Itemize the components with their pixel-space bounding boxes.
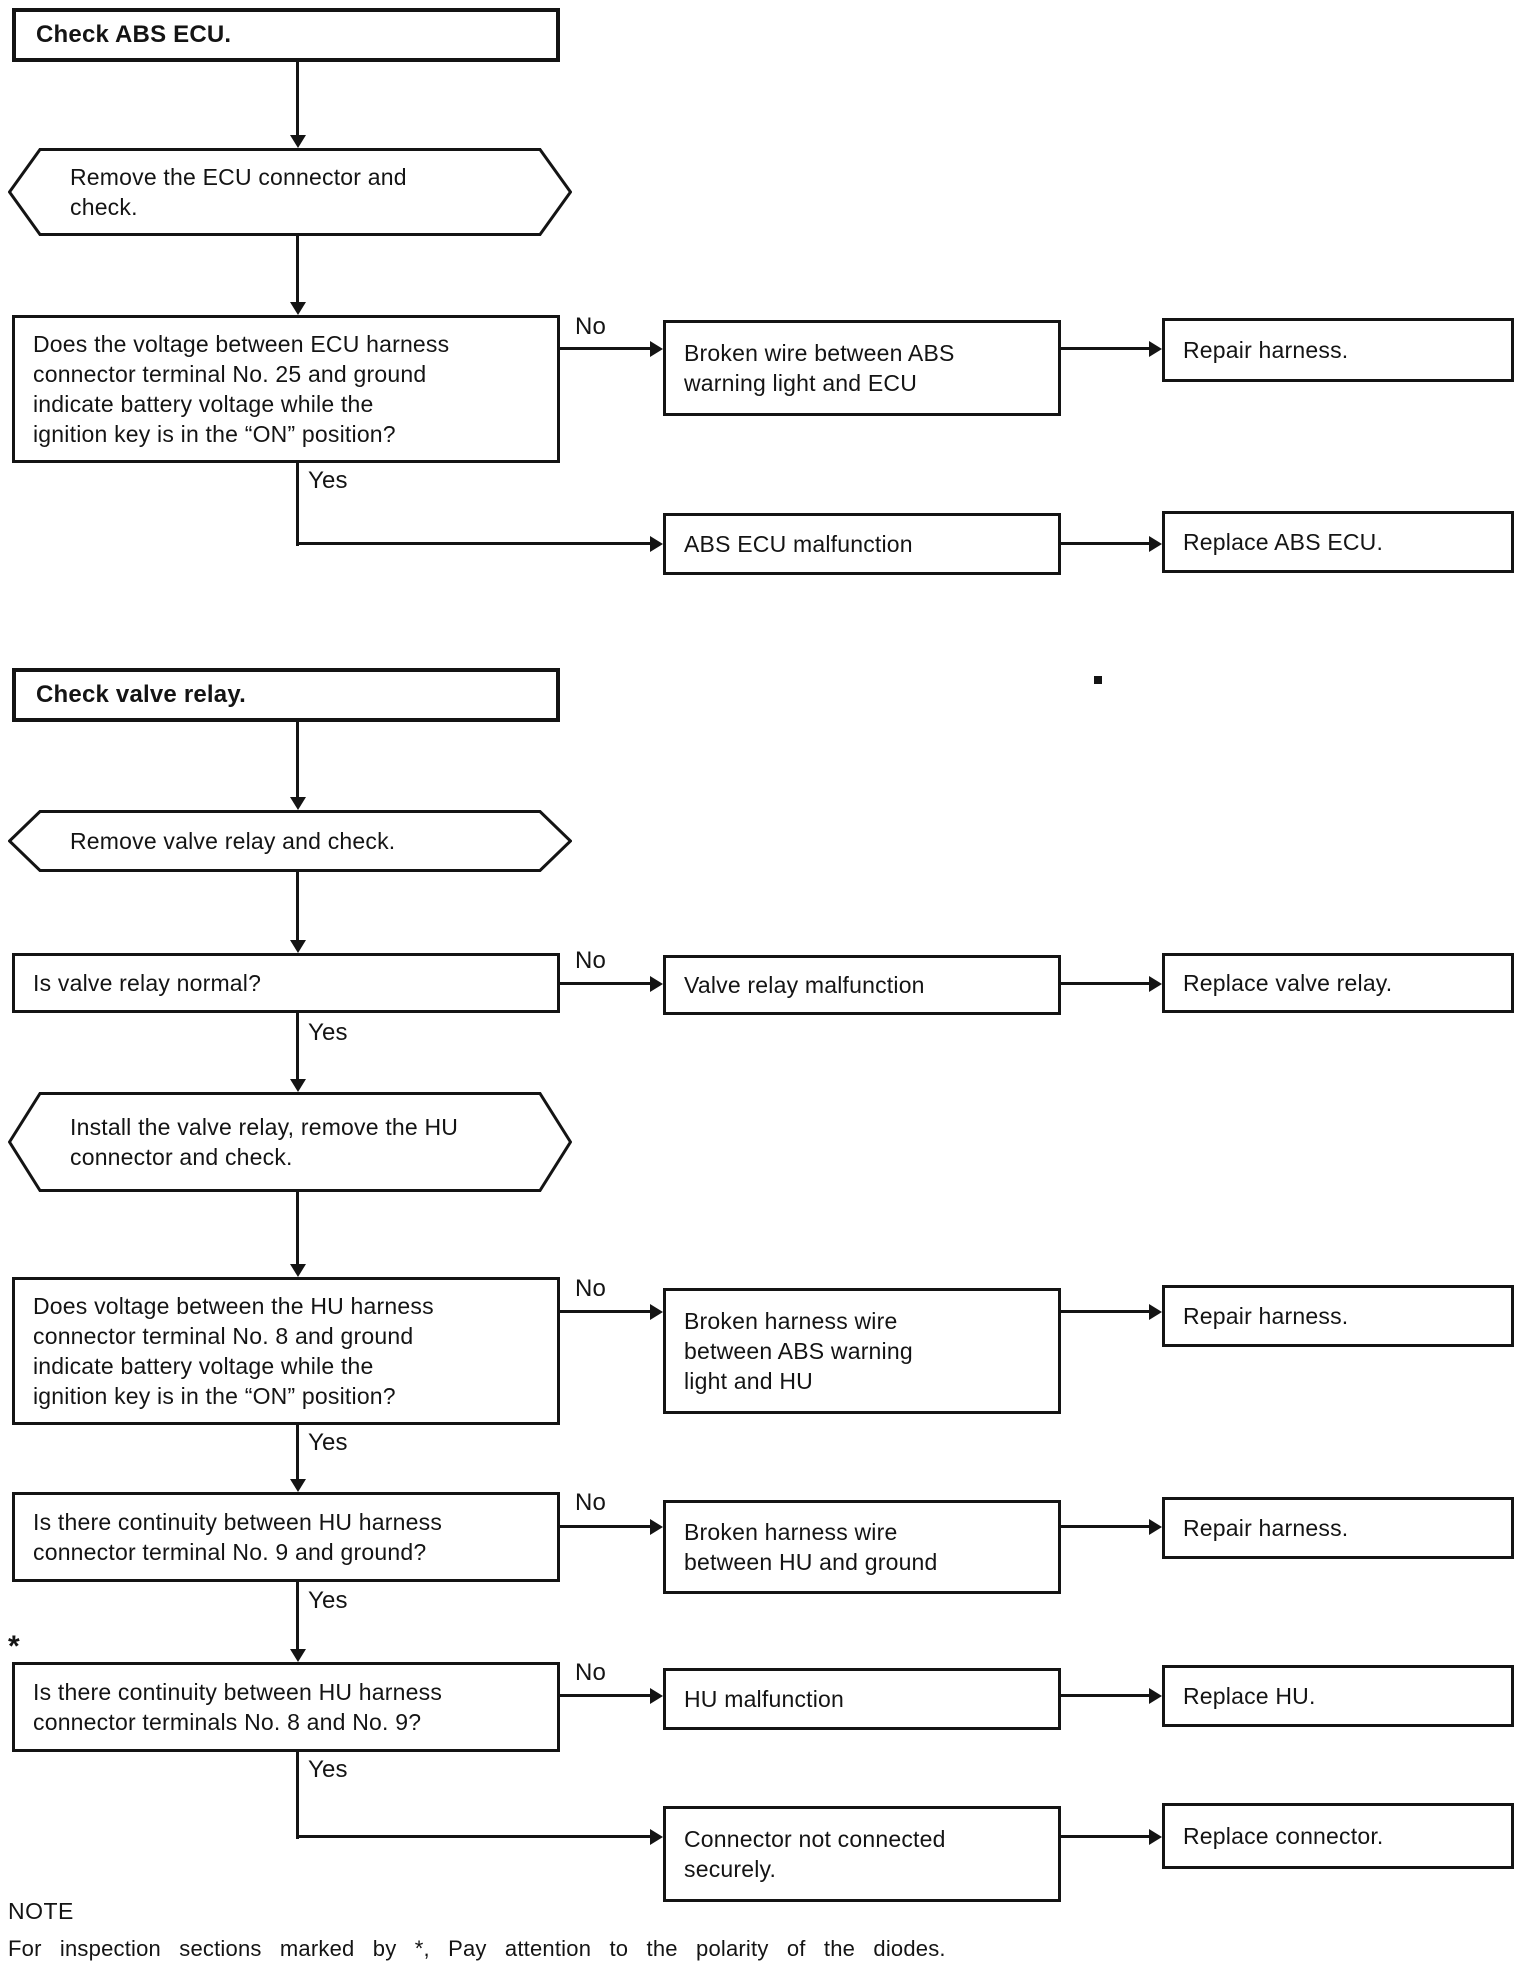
note-title: NOTE: [8, 1898, 74, 1924]
prep-step-install-valve-relay-remove-hu: Install the valve relay, remove the HU c…: [8, 1092, 572, 1192]
asterisk-marker: *: [8, 1630, 20, 1663]
decision-hu-terminal-8-voltage: Does voltage between the HU harness conn…: [12, 1277, 560, 1425]
arrow-right-icon: [650, 536, 663, 552]
decision-valve-relay-normal: Is valve relay normal?: [12, 953, 560, 1013]
connector-line: [296, 236, 299, 304]
prep-step-text: Remove the ECU connector and check.: [70, 164, 407, 220]
prep-step-remove-valve-relay: Remove valve relay and check.: [8, 810, 572, 872]
action-replace-connector: Replace connector.: [1162, 1803, 1514, 1869]
arrow-right-icon: [1149, 536, 1162, 552]
connector-line: [560, 982, 652, 985]
cause-hu-malfunction: HU malfunction: [663, 1668, 1061, 1730]
no-label: No: [575, 1275, 607, 1302]
arrow-down-icon: [290, 135, 306, 148]
yes-label: Yes: [308, 1587, 348, 1614]
section-title-check-abs-ecu: Check ABS ECU.: [12, 8, 560, 62]
section-title-check-valve-relay: Check valve relay.: [12, 668, 560, 722]
no-label: No: [575, 1489, 607, 1516]
connector-line: [296, 722, 299, 799]
connector-line: [1061, 982, 1152, 985]
action-repair-harness-3: Repair harness.: [1162, 1497, 1514, 1559]
connector-line: [296, 463, 299, 546]
action-repair-harness-2: Repair harness.: [1162, 1285, 1514, 1347]
yes-label: Yes: [308, 1429, 348, 1456]
arrow-right-icon: [1149, 1688, 1162, 1704]
yes-label: Yes: [308, 1019, 348, 1046]
cause-broken-harness-abs-warning-light-hu: Broken harness wire between ABS warning …: [663, 1288, 1061, 1414]
arrow-right-icon: [1149, 1304, 1162, 1320]
decision-hu-terminal-9-continuity: Is there continuity between HU harness c…: [12, 1492, 560, 1582]
no-label: No: [575, 313, 607, 340]
connector-line: [560, 1525, 652, 1528]
connector-line: [296, 1192, 299, 1266]
arrow-right-icon: [1149, 1829, 1162, 1845]
arrow-right-icon: [1149, 976, 1162, 992]
decision-ecu-terminal-25-voltage: Does the voltage between ECU harness con…: [12, 315, 560, 463]
arrow-down-icon: [290, 1079, 306, 1092]
cause-connector-not-connected: Connector not connected securely.: [663, 1806, 1061, 1902]
arrow-right-icon: [1149, 341, 1162, 357]
arrow-right-icon: [650, 1304, 663, 1320]
connector-line: [296, 542, 652, 545]
arrow-down-icon: [290, 797, 306, 810]
arrow-right-icon: [650, 976, 663, 992]
prep-step-text: Remove valve relay and check.: [70, 828, 396, 854]
prep-step-remove-ecu-connector: Remove the ECU connector and check.: [8, 148, 572, 236]
action-replace-valve-relay: Replace valve relay.: [1162, 953, 1514, 1013]
connector-line: [296, 1835, 652, 1838]
connector-line: [296, 872, 299, 942]
cause-broken-wire-abs-warning-light-ecu: Broken wire between ABS warning light an…: [663, 320, 1061, 416]
connector-line: [296, 62, 299, 137]
connector-line: [1061, 347, 1152, 350]
hexagon-shape: [8, 1092, 572, 1192]
no-label: No: [575, 947, 607, 974]
connector-line: [296, 1752, 299, 1839]
cause-abs-ecu-malfunction: ABS ECU malfunction: [663, 513, 1061, 575]
connector-line: [1061, 1694, 1152, 1697]
arrow-down-icon: [290, 1479, 306, 1492]
arrow-down-icon: [290, 1649, 306, 1662]
connector-line: [560, 347, 652, 350]
note-body: For inspection sections marked by *, Pay…: [8, 1936, 946, 1961]
connector-line: [296, 1582, 299, 1651]
connector-line: [1061, 1835, 1152, 1838]
action-repair-harness-1: Repair harness.: [1162, 318, 1514, 382]
arrow-right-icon: [1149, 1519, 1162, 1535]
cause-broken-harness-hu-ground: Broken harness wire between HU and groun…: [663, 1500, 1061, 1594]
arrow-down-icon: [290, 1264, 306, 1277]
connector-line: [1061, 542, 1152, 545]
connector-line: [296, 1425, 299, 1481]
connector-line: [560, 1310, 652, 1313]
arrow-right-icon: [650, 1688, 663, 1704]
prep-step-text: Install the valve relay, remove the HU c…: [70, 1114, 459, 1170]
scan-speck: [1094, 676, 1102, 684]
action-replace-abs-ecu: Replace ABS ECU.: [1162, 511, 1514, 573]
cause-valve-relay-malfunction: Valve relay malfunction: [663, 955, 1061, 1015]
arrow-right-icon: [650, 341, 663, 357]
decision-hu-terminals-8-9-continuity: Is there continuity between HU harness c…: [12, 1662, 560, 1752]
arrow-right-icon: [650, 1519, 663, 1535]
yes-label: Yes: [308, 1756, 348, 1783]
connector-line: [1061, 1310, 1152, 1313]
connector-line: [560, 1694, 652, 1697]
yes-label: Yes: [308, 467, 348, 494]
action-replace-hu: Replace HU.: [1162, 1665, 1514, 1727]
connector-line: [296, 1013, 299, 1081]
arrow-down-icon: [290, 302, 306, 315]
arrow-right-icon: [650, 1829, 663, 1845]
hexagon-shape: [8, 810, 572, 872]
no-label: No: [575, 1659, 607, 1686]
connector-line: [1061, 1525, 1152, 1528]
arrow-down-icon: [290, 940, 306, 953]
hexagon-shape: [8, 148, 572, 236]
